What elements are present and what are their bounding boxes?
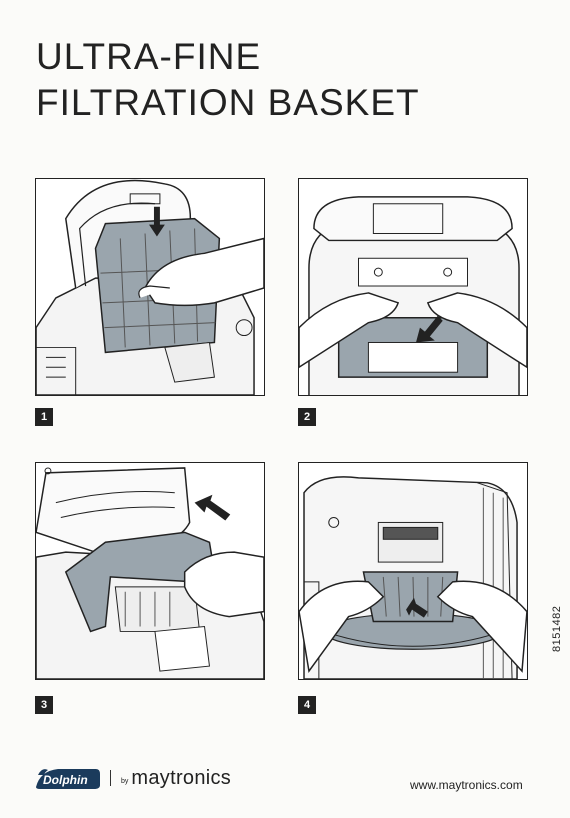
step-4-drawing bbox=[299, 476, 527, 679]
right-hand-shape bbox=[426, 292, 527, 369]
dolphin-logo: Dolphin bbox=[36, 769, 100, 789]
website-link[interactable]: www.maytronics.com bbox=[410, 778, 523, 792]
step-4-illustration bbox=[298, 462, 528, 680]
page-title: ULTRA-FINE FILTRATION BASKET bbox=[36, 34, 420, 126]
step-3-badge: 3 bbox=[35, 696, 53, 714]
arrow-up-right-icon bbox=[194, 494, 231, 521]
document-code: 8151482 bbox=[551, 605, 563, 652]
maytronics-logo: maytronics bbox=[131, 766, 232, 789]
arrow-down-icon bbox=[415, 315, 443, 343]
arrow-up-icon bbox=[149, 206, 165, 237]
right-hand-shape bbox=[436, 580, 527, 673]
hand-shape bbox=[183, 551, 264, 618]
step-2-badge: 2 bbox=[298, 408, 316, 426]
step-2-drawing bbox=[299, 196, 527, 395]
by-label: by bbox=[121, 777, 129, 785]
svg-text:Dolphin: Dolphin bbox=[43, 773, 88, 787]
arrow-up-icon bbox=[406, 597, 428, 618]
footer-brand: Dolphin by maytronics bbox=[34, 763, 231, 793]
step-1-drawing bbox=[36, 179, 264, 395]
step-3-drawing bbox=[36, 467, 264, 679]
left-hand-shape bbox=[299, 292, 400, 369]
hand-shape bbox=[144, 237, 264, 307]
title-line-2: FILTRATION BASKET bbox=[36, 82, 420, 123]
footer-separator bbox=[110, 770, 111, 786]
left-hand-shape bbox=[299, 580, 385, 673]
step-1-illustration bbox=[35, 178, 265, 396]
step-4-badge: 4 bbox=[298, 696, 316, 714]
step-1-badge: 1 bbox=[35, 408, 53, 426]
step-3-illustration bbox=[35, 462, 265, 680]
title-line-1: ULTRA-FINE bbox=[36, 36, 262, 77]
step-2-illustration bbox=[298, 178, 528, 396]
